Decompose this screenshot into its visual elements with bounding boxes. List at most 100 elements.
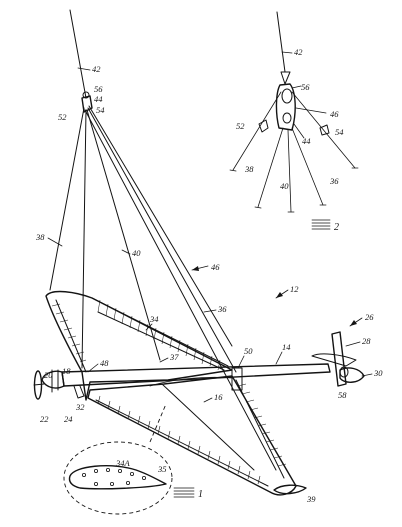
- label-52-main: 52: [58, 112, 67, 122]
- label-40-detail: 40: [280, 181, 289, 191]
- label-42-main: 42: [92, 64, 101, 74]
- leader: [203, 397, 213, 403]
- leader: [203, 309, 217, 313]
- label-44-main: 44: [94, 94, 103, 104]
- fig2-label: 2: [334, 222, 339, 233]
- detail-tick: [229, 169, 237, 172]
- airfoil-profile: [68, 465, 167, 490]
- leader: [293, 123, 305, 139]
- main-bridle-ring-56: [82, 91, 90, 99]
- label-48: 48: [100, 358, 109, 368]
- rear-wing-edge-hatching: [237, 383, 287, 467]
- leader: [159, 357, 169, 363]
- arrow-46-head: [192, 266, 199, 271]
- leader: [281, 51, 293, 54]
- detail-tick: [254, 206, 262, 209]
- leader: [87, 363, 99, 373]
- label-20: 20: [44, 370, 53, 380]
- label-42-detail: 42: [294, 47, 303, 57]
- bridle-line-46: [88, 105, 233, 347]
- label-52-detail: 52: [236, 121, 245, 131]
- prop-hub: [33, 383, 45, 386]
- wing-strip-34-inner: [97, 311, 225, 371]
- label-50: 50: [244, 346, 253, 356]
- main-bridle: 42 56 44 52 54 38 40 46 36: [35, 9, 277, 471]
- label-26: 26: [365, 312, 374, 322]
- rear-propeller: [339, 367, 365, 383]
- arrow-12-head: [276, 292, 283, 298]
- wing-top-edge-line: [91, 297, 229, 367]
- label-36: 36: [217, 304, 227, 314]
- detail-block-54: [319, 124, 330, 136]
- label-24: 24: [64, 414, 73, 424]
- wing-rear-edge-line: [235, 379, 285, 479]
- left-wing-edge-hatching: [51, 303, 87, 363]
- detail-ring: [280, 71, 291, 85]
- tail-plane: [311, 353, 357, 367]
- label-38-detail: 38: [244, 164, 254, 174]
- leader: [121, 249, 131, 255]
- leader: [275, 351, 283, 365]
- fig2-bridle-detail: 42 56 46 52 44 54 38 40 36 2: [229, 11, 359, 233]
- strip-34-hatching: [97, 299, 221, 371]
- lower-wing-edge-hatching: [97, 395, 261, 485]
- label-54-main: 54: [96, 105, 105, 115]
- label-32: 32: [75, 402, 85, 412]
- label-16: 16: [214, 392, 223, 402]
- label-46: 46: [211, 262, 220, 272]
- bridle-line-36: [87, 107, 237, 373]
- label-28: 28: [362, 336, 371, 346]
- detail-tether-line: [276, 11, 286, 73]
- fig2-mark: 2: [311, 219, 339, 233]
- wingtip-39: [273, 484, 307, 495]
- leader: [295, 107, 327, 114]
- label-14: 14: [282, 342, 291, 352]
- leader: [47, 237, 63, 247]
- label-44-detail: 44: [302, 136, 311, 146]
- label-38: 38: [35, 232, 45, 242]
- nose-cone: [41, 370, 65, 389]
- label-34: 34: [149, 314, 159, 324]
- wing-rib-16: [161, 383, 255, 471]
- detail-pulley-block: [275, 83, 296, 131]
- label-36-detail: 36: [329, 176, 339, 186]
- detail-line-40: [287, 129, 292, 213]
- label-30: 30: [373, 368, 383, 378]
- fuselage: 12 26 28 30 58 50 14 48 20 18 22 24 32: [33, 284, 383, 424]
- main-tether-42: [69, 9, 87, 99]
- bridle-line-rear: [84, 109, 277, 471]
- label-46-detail: 46: [330, 109, 339, 119]
- label-34a: 34A: [115, 458, 131, 468]
- label-22: 22: [40, 414, 49, 424]
- bridle-line-38: [49, 107, 85, 291]
- label-39: 39: [306, 494, 316, 504]
- leader: [77, 67, 91, 71]
- label-37: 37: [169, 352, 179, 362]
- fig-mark-strokes: [173, 487, 195, 498]
- tail-fin: [331, 331, 347, 387]
- leader: [237, 355, 245, 369]
- leader: [145, 323, 153, 331]
- detail-block-52: [258, 119, 269, 133]
- detail-line-left-outer: [232, 91, 282, 171]
- leader: [291, 85, 302, 89]
- wing: 34 37 16 39: [45, 290, 316, 504]
- leader: [361, 373, 373, 377]
- label-18: 18: [62, 366, 71, 376]
- wing-lower-edge-line: [95, 399, 269, 487]
- fig1-mark: 1: [173, 487, 203, 500]
- label-12: 12: [290, 284, 299, 294]
- detail-pulley-wheel-lower: [282, 112, 292, 124]
- center-box: [231, 367, 243, 391]
- front-mount: [73, 385, 85, 399]
- wing-left-panel: [45, 290, 233, 401]
- main-bridle-block-44: [81, 95, 93, 113]
- detail-line-38: [257, 127, 284, 208]
- label-35: 35: [157, 464, 167, 474]
- arrow-26-head: [350, 320, 357, 326]
- tail-hub: [339, 366, 349, 378]
- label-56-detail: 56: [301, 82, 310, 92]
- leader: [345, 341, 361, 347]
